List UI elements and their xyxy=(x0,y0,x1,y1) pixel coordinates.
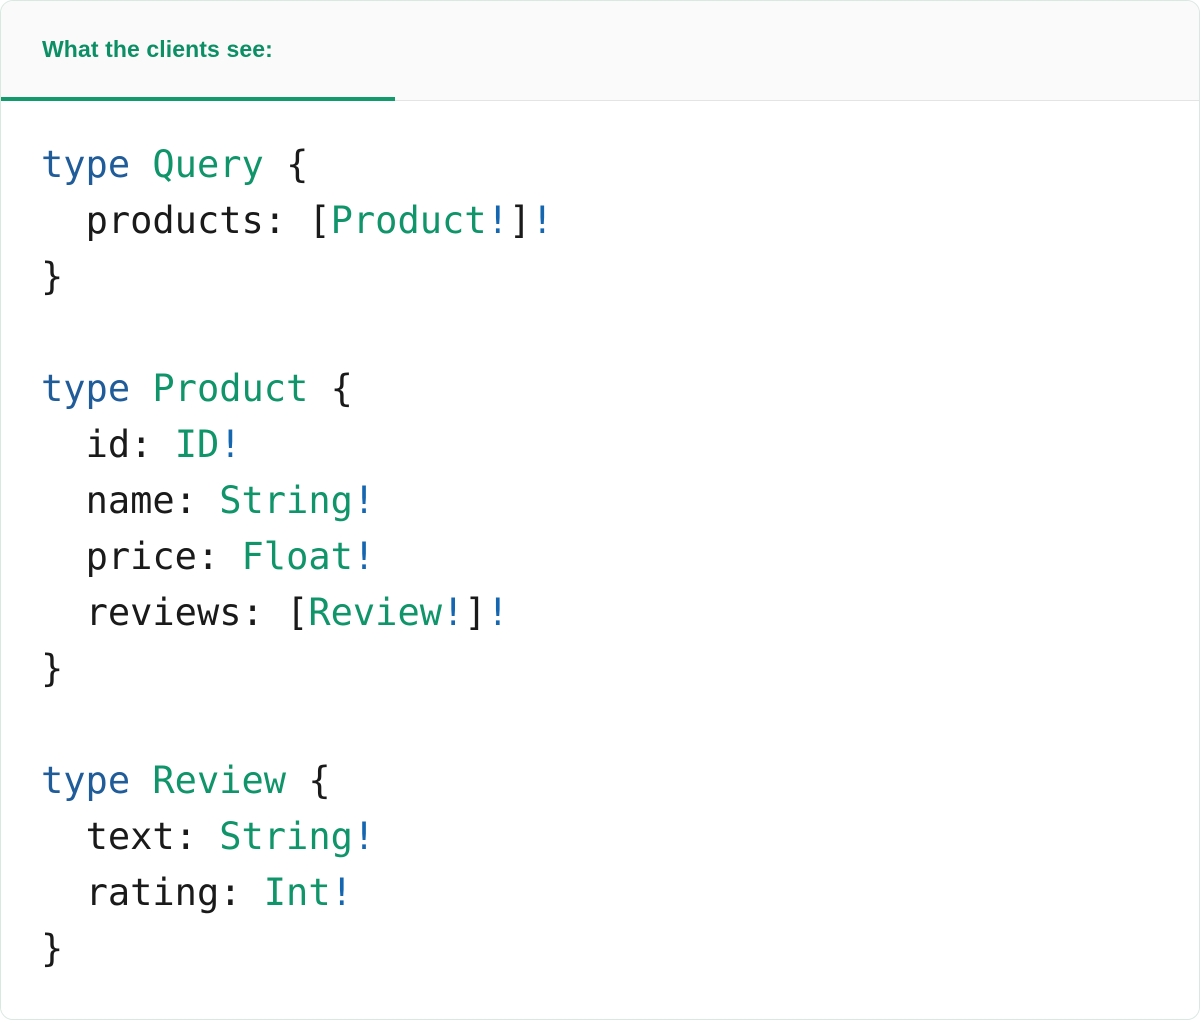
code-line: } xyxy=(41,921,1199,977)
token-brace-close: } xyxy=(41,927,64,970)
token-type-ref: Product xyxy=(330,199,487,242)
token-type-ref: String xyxy=(219,815,353,858)
code-line-blank xyxy=(41,305,1199,361)
token-bang: ! xyxy=(352,479,376,522)
token-keyword: type xyxy=(41,367,131,410)
code-line: type Query { xyxy=(41,137,1199,193)
token-bracket-close: ] xyxy=(464,591,487,634)
token-type-ref: Float xyxy=(241,535,353,578)
token-field-name: id xyxy=(85,423,131,466)
token-brace-close: } xyxy=(41,255,64,298)
token-field-name: price xyxy=(85,535,197,578)
token-type-ref: Int xyxy=(263,871,331,914)
token-colon: : xyxy=(174,479,220,522)
token-indent xyxy=(41,199,86,242)
token-brace-open: { xyxy=(286,143,309,186)
code-line: id: ID! xyxy=(41,417,1199,473)
token-field-name: name xyxy=(85,479,175,522)
code-line: name: String! xyxy=(41,473,1199,529)
token-bang: ! xyxy=(486,591,509,634)
token-colon: : xyxy=(196,535,242,578)
token-bang: ! xyxy=(219,423,242,466)
code-line: } xyxy=(41,249,1199,305)
token-brace-open: { xyxy=(308,759,331,802)
token-colon: : xyxy=(219,871,264,914)
token-indent xyxy=(41,871,86,914)
token-bracket-close: ] xyxy=(508,199,532,242)
token-colon: : xyxy=(263,199,309,242)
graphql-schema-code[interactable]: type Query { products: [Product!]!} type… xyxy=(1,101,1199,977)
token-bracket-open: [ xyxy=(286,591,309,634)
code-line: rating: Int! xyxy=(41,865,1199,921)
code-line: type Product { xyxy=(41,361,1199,417)
token-indent xyxy=(41,423,86,466)
token-field-name: products xyxy=(85,199,264,242)
token-space xyxy=(130,143,152,186)
token-field-name: rating xyxy=(85,871,220,914)
token-bang: ! xyxy=(352,815,376,858)
code-line: } xyxy=(41,641,1199,697)
token-space xyxy=(264,143,286,186)
code-line: type Review { xyxy=(41,753,1199,809)
token-indent xyxy=(41,535,86,578)
token-indent xyxy=(41,591,86,634)
token-colon: : xyxy=(130,423,175,466)
token-field-name: reviews xyxy=(85,591,242,634)
token-colon: : xyxy=(241,591,287,634)
token-space xyxy=(130,759,152,802)
token-indent xyxy=(41,815,86,858)
token-type-ref: ID xyxy=(174,423,220,466)
token-indent xyxy=(41,479,86,522)
token-field-name: text xyxy=(85,815,175,858)
token-type-name: Query xyxy=(152,143,264,186)
token-bang: ! xyxy=(352,535,376,578)
tab-what-the-clients-see[interactable]: What the clients see: xyxy=(1,1,395,101)
code-line-blank xyxy=(41,697,1199,753)
token-keyword: type xyxy=(41,759,131,802)
tab-bar: What the clients see: xyxy=(1,1,1199,101)
token-type-name: Review xyxy=(152,759,287,802)
token-brace-close: } xyxy=(41,647,64,690)
code-line: text: String! xyxy=(41,809,1199,865)
code-line: reviews: [Review!]! xyxy=(41,585,1199,641)
token-colon: : xyxy=(174,815,220,858)
token-bang: ! xyxy=(330,871,353,914)
token-type-ref: Review xyxy=(308,591,442,634)
token-space xyxy=(130,367,152,410)
token-bang: ! xyxy=(486,199,509,242)
token-bracket-open: [ xyxy=(308,199,331,242)
code-line: products: [Product!]! xyxy=(41,193,1199,249)
token-keyword: type xyxy=(41,143,131,186)
code-area: type Query { products: [Product!]!} type… xyxy=(1,101,1199,1019)
token-type-name: Product xyxy=(152,367,309,410)
token-type-ref: String xyxy=(219,479,353,522)
token-brace-open: { xyxy=(330,367,353,410)
code-line: price: Float! xyxy=(41,529,1199,585)
token-bang: ! xyxy=(442,591,465,634)
token-space xyxy=(286,759,308,802)
tab-label: What the clients see: xyxy=(42,35,273,62)
token-bang: ! xyxy=(531,199,554,242)
token-space xyxy=(308,367,330,410)
